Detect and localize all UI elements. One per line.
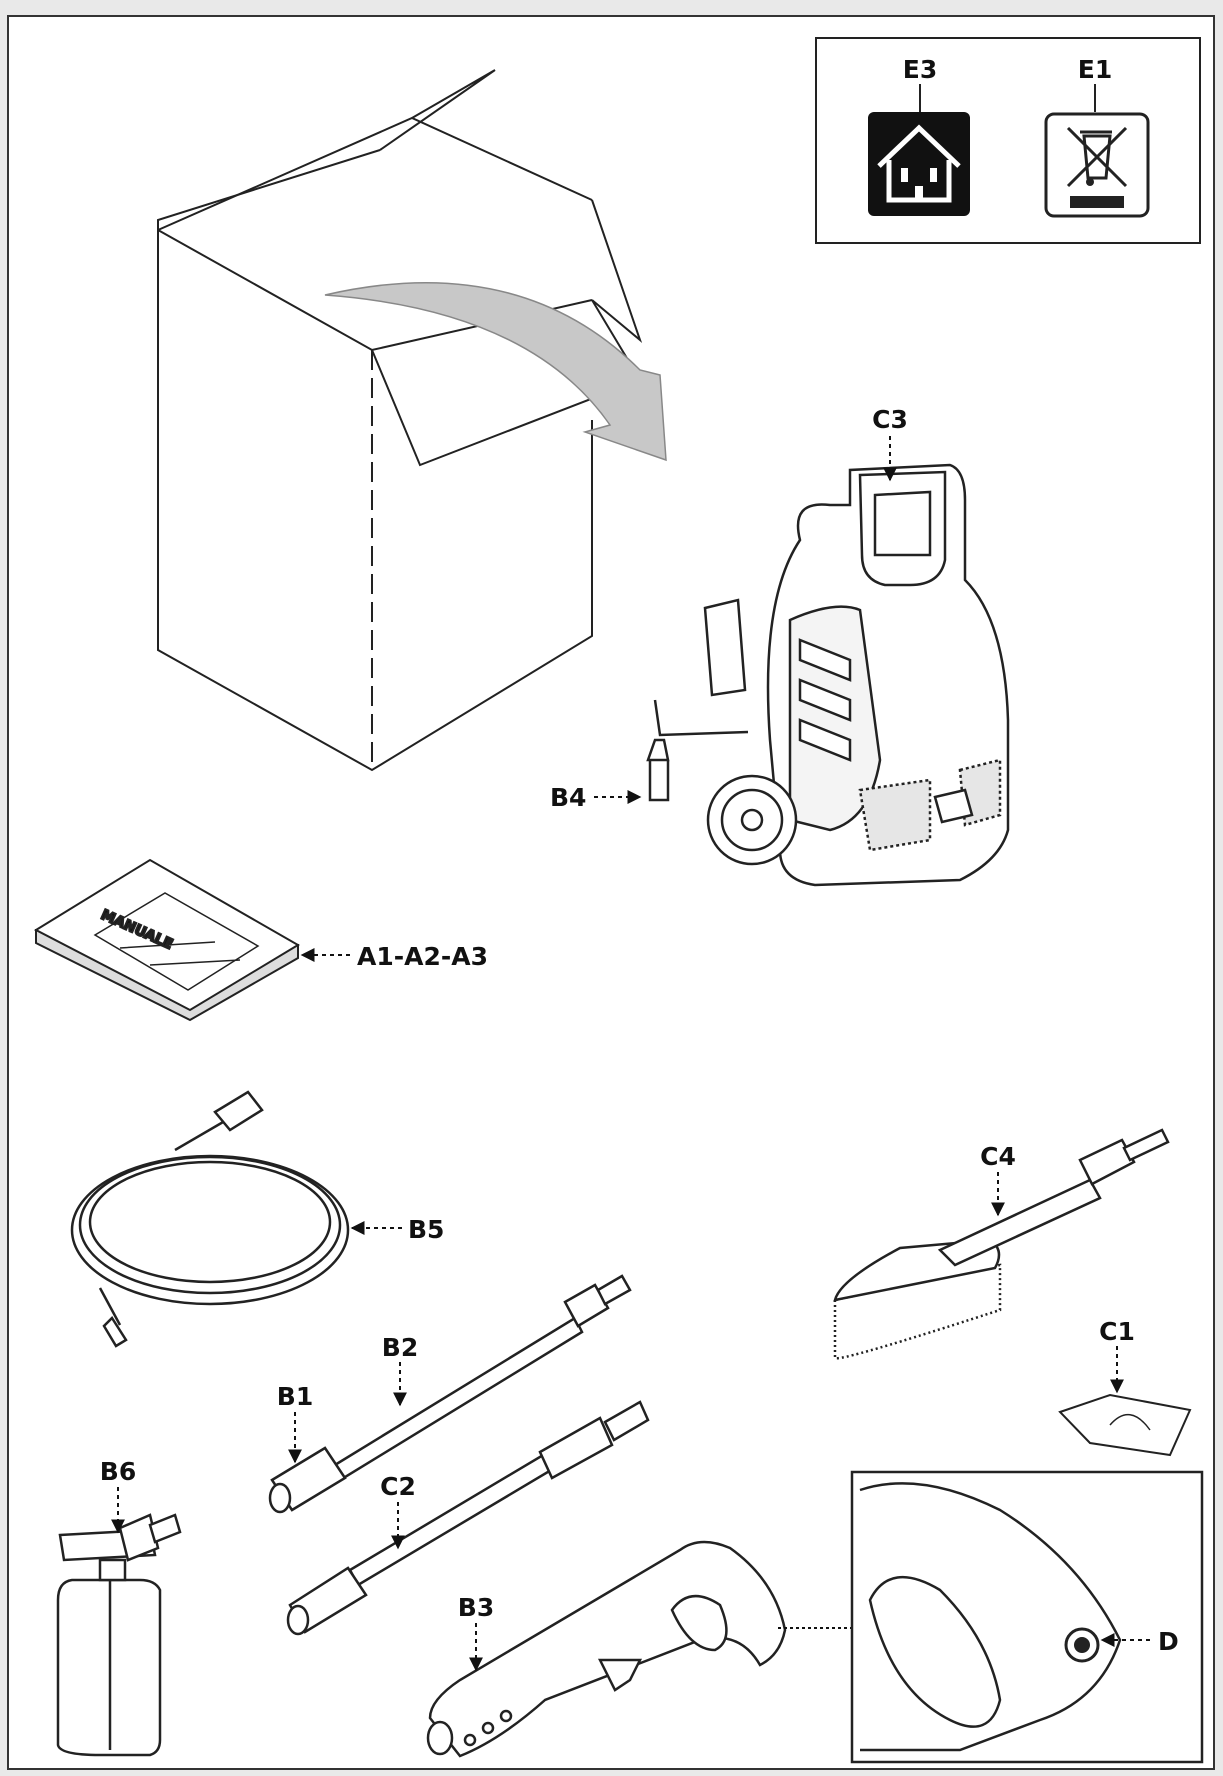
- b1-label: B1: [277, 1382, 313, 1411]
- b2-label: B2: [382, 1333, 418, 1362]
- nozzle-lance: [286, 1400, 650, 1636]
- b6-label: B6: [100, 1457, 136, 1486]
- crossed-out-wheelie-bin-icon: [1044, 112, 1150, 218]
- spray-lance: [268, 1274, 632, 1514]
- b5-label: B5: [408, 1215, 444, 1244]
- wash-brush: [833, 1128, 1170, 1360]
- manual-label: A1-A2-A3: [357, 942, 488, 971]
- indoor-use-house-icon: [868, 112, 970, 216]
- symbols-box: E3 E1: [815, 37, 1201, 244]
- spray-gun: [426, 1540, 787, 1758]
- foam-bottle: [56, 1513, 182, 1757]
- b3-label: B3: [458, 1593, 494, 1622]
- e3-label: E3: [903, 55, 937, 84]
- detail-inset: [850, 1470, 1204, 1764]
- b4-label: B4: [550, 783, 586, 812]
- e1-label: E1: [1078, 55, 1112, 84]
- c3-label: C3: [872, 405, 908, 434]
- c2-label: C2: [380, 1472, 416, 1501]
- d-label: D: [1158, 1627, 1179, 1656]
- cardboard-box: [157, 69, 667, 772]
- c4-label: C4: [980, 1142, 1016, 1171]
- pressure-washer-unit: [646, 463, 1010, 887]
- c1-label: C1: [1099, 1317, 1135, 1346]
- high-pressure-hose: [70, 1090, 350, 1348]
- sachet: [1058, 1393, 1192, 1457]
- instruction-manual: MANUALE: [33, 858, 300, 1022]
